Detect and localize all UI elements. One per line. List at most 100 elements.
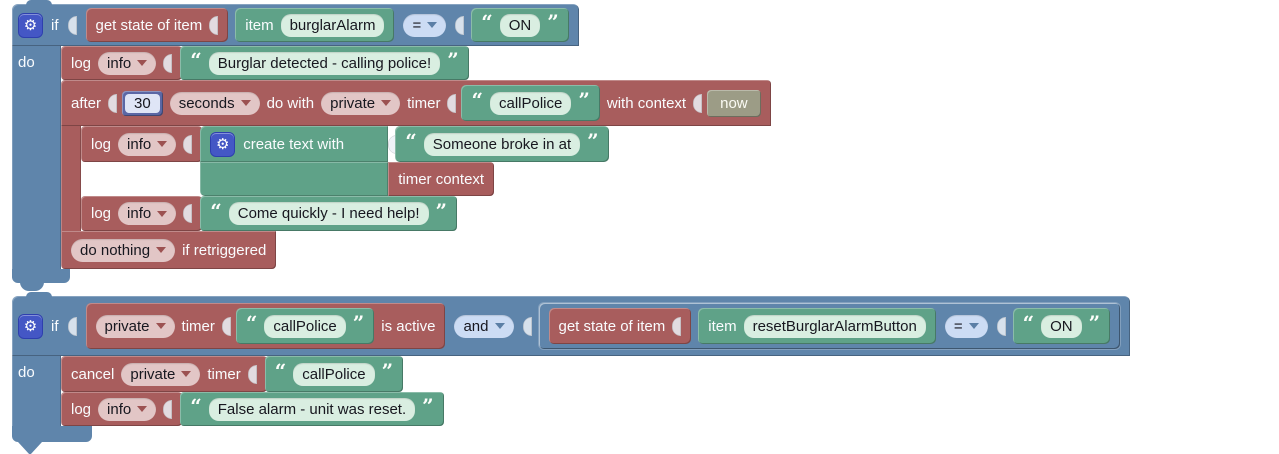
log-level-dropdown[interactable]: info xyxy=(98,397,157,421)
get-state-of-item-block[interactable]: get state of item xyxy=(85,8,229,42)
log-block[interactable]: log info xyxy=(61,392,183,426)
log-statement[interactable]: log info “ False alarm - unit was reset.… xyxy=(61,392,444,426)
rule1-if-block[interactable]: ⚙ if get state of item item burglarAlarm… xyxy=(12,0,771,291)
text-value-field[interactable]: Burglar detected - calling police! xyxy=(208,51,441,75)
log-statement[interactable]: log info “ Burglar detected - calling po… xyxy=(61,46,469,80)
timer-is-active-block[interactable]: private timer “ callPolice ” is active xyxy=(85,303,446,349)
gear-icon[interactable]: ⚙ xyxy=(19,13,42,37)
close-quote-icon: ” xyxy=(422,394,434,418)
operator-dropdown[interactable]: = xyxy=(944,314,988,338)
gear-icon[interactable]: ⚙ xyxy=(19,314,42,338)
log-level-dropdown[interactable]: info xyxy=(118,202,177,225)
text-block[interactable]: “ ON ” xyxy=(471,8,569,42)
input-socket xyxy=(108,93,118,113)
input-socket xyxy=(996,316,1006,336)
timer-scope-dropdown[interactable]: private xyxy=(95,314,175,338)
text-block[interactable]: “ callPolice ” xyxy=(461,85,600,121)
item-block[interactable]: item burglarAlarm xyxy=(235,8,395,42)
timer-context-label: timer context xyxy=(398,170,485,188)
logic-operator-dropdown[interactable]: and xyxy=(454,314,514,338)
open-quote-icon: “ xyxy=(274,359,287,383)
chevron-down-icon xyxy=(240,100,251,106)
block-top-connector xyxy=(26,0,52,8)
timer-context-block[interactable]: timer context xyxy=(388,162,495,196)
close-quote-icon: ” xyxy=(381,359,394,383)
log-block[interactable]: log info xyxy=(61,46,183,80)
text-block[interactable]: “ False alarm - unit was reset. ” xyxy=(180,392,444,426)
input-socket xyxy=(163,399,173,419)
timer-scope-dropdown[interactable]: private xyxy=(321,91,401,115)
now-shadow-block[interactable]: now xyxy=(707,89,761,117)
get-state-of-item-block[interactable]: get state of item xyxy=(548,308,692,344)
chevron-down-icon xyxy=(137,60,148,66)
rule1-do-column: do xyxy=(12,46,61,269)
delay-value-field[interactable]: 30 xyxy=(125,93,160,113)
input-socket xyxy=(183,134,193,154)
close-quote-icon: ” xyxy=(352,311,365,335)
chevron-down-icon xyxy=(381,100,392,106)
after-block-left-wall xyxy=(61,126,81,231)
text-value-field[interactable]: ON xyxy=(499,13,541,37)
text-block[interactable]: “ Someone broke in at ” xyxy=(395,126,609,162)
create-text-label: create text with xyxy=(243,135,345,153)
timer-name-field[interactable]: callPolice xyxy=(264,314,346,338)
close-quote-icon: ” xyxy=(435,198,448,223)
after-label: after xyxy=(71,94,102,112)
after-timer-header[interactable]: after 30 seconds do with private timer xyxy=(61,80,771,126)
open-quote-icon: “ xyxy=(210,198,222,223)
chevron-down-icon xyxy=(494,323,505,329)
item-label: item xyxy=(708,317,737,335)
timer-name-field[interactable]: callPolice xyxy=(490,91,572,115)
timer-label: timer xyxy=(407,94,441,112)
input-socket xyxy=(455,15,465,35)
item-block[interactable]: item resetBurglarAlarmButton xyxy=(698,308,936,344)
create-text-with-block[interactable]: ⚙ create text with “ Someone broke in at… xyxy=(200,126,609,196)
input-socket xyxy=(247,364,257,384)
retrigger-footer[interactable]: do nothing if retriggered xyxy=(61,231,277,269)
timer-scope-dropdown[interactable]: private xyxy=(121,362,201,386)
input-socket xyxy=(209,15,219,35)
time-unit-dropdown[interactable]: seconds xyxy=(169,91,260,115)
text-block[interactable]: “ Come quickly - I need help! ” xyxy=(200,196,458,231)
retrigger-policy-dropdown[interactable]: do nothing xyxy=(71,238,176,262)
close-quote-icon: ” xyxy=(587,129,599,153)
log-label: log xyxy=(71,400,92,418)
timer-label: timer xyxy=(181,317,215,335)
text-value-field[interactable]: False alarm - unit was reset. xyxy=(208,397,416,421)
timer-name-field[interactable]: callPolice xyxy=(293,362,375,386)
text-block[interactable]: “ ON ” xyxy=(1012,308,1111,344)
log-block[interactable]: log info xyxy=(81,126,203,162)
do-label: do xyxy=(18,54,35,71)
log-block[interactable]: log info xyxy=(81,196,203,231)
text-block[interactable]: “ callPolice ” xyxy=(235,308,375,344)
item-name-field[interactable]: resetBurglarAlarmButton xyxy=(743,314,926,338)
cancel-timer-block[interactable]: cancel private timer xyxy=(61,356,267,392)
text-value-field[interactable]: Someone broke in at xyxy=(423,132,581,156)
text-value-field[interactable]: Come quickly - I need help! xyxy=(228,202,429,225)
block-top-connector xyxy=(26,292,52,300)
text-block[interactable]: “ Burglar detected - calling police! ” xyxy=(180,46,469,80)
rule2-if-row[interactable]: ⚙ if private timer “ callPolice ” is act… xyxy=(12,296,1131,356)
comparison-block[interactable]: get state of item item resetBurglarAlarm… xyxy=(538,303,1121,349)
text-block[interactable]: “ callPolice ” xyxy=(264,356,404,392)
log-statement[interactable]: log info ⚙ xyxy=(81,126,609,196)
gear-icon[interactable]: ⚙ xyxy=(211,132,235,156)
rule2-if-block[interactable]: ⚙ if private timer “ callPolice ” is act… xyxy=(12,292,1131,454)
log-level-dropdown[interactable]: info xyxy=(118,132,177,156)
item-name-field[interactable]: burglarAlarm xyxy=(280,13,385,37)
number-block[interactable]: 30 xyxy=(122,90,163,116)
chevron-down-icon xyxy=(155,323,166,329)
text-value-field[interactable]: ON xyxy=(1041,314,1082,338)
rule1-if-row[interactable]: ⚙ if get state of item item burglarAlarm… xyxy=(12,4,579,46)
cancel-label: cancel xyxy=(71,365,115,383)
log-statement[interactable]: log info “ Come quickly - I need help! xyxy=(81,196,458,231)
after-timer-block[interactable]: after 30 seconds do with private timer xyxy=(61,80,771,269)
log-level-dropdown[interactable]: info xyxy=(98,51,157,75)
is-active-label: is active xyxy=(381,317,436,335)
do-with-label: do with xyxy=(266,94,315,112)
chevron-down-icon xyxy=(968,323,979,329)
operator-dropdown[interactable]: = xyxy=(403,13,447,37)
input-socket xyxy=(672,316,682,336)
chevron-down-icon xyxy=(157,210,168,217)
cancel-timer-statement[interactable]: cancel private timer “ callPolice ” xyxy=(61,356,404,392)
